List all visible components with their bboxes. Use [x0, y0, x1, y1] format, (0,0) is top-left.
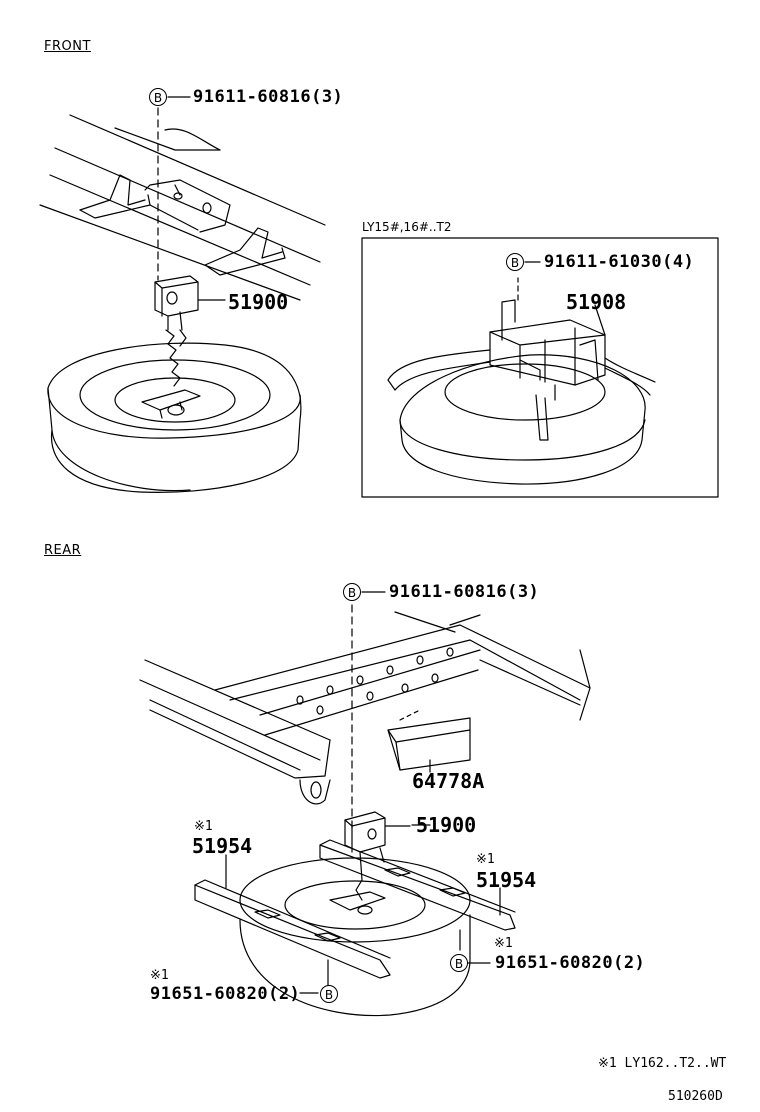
rear-hanger-part-number: 51900 — [416, 813, 477, 837]
front-hanger — [154, 275, 226, 387]
front-bolt-part-number: 91611-60816(3) — [193, 87, 344, 107]
rear-rail-left-footnote-mark: ※1 — [194, 819, 213, 834]
rear-bracket-part-number: 64778A — [412, 769, 485, 793]
rear-bolt-left-part-number: 91651-60820(2) — [150, 984, 301, 1004]
rear-rail-right-part-number: 51954 — [476, 868, 537, 892]
front-crossmember-brackets — [79, 174, 286, 276]
rear-bolt-b-bubble: B — [343, 583, 361, 601]
front-spare-tire — [47, 342, 302, 493]
diagram-code: 510260D — [668, 1089, 723, 1104]
rear-bolt-right-part-number: 91651-60820(2) — [495, 953, 646, 973]
front-section-label: FRONT — [44, 39, 91, 54]
rear-rails — [194, 824, 516, 994]
rear-bolt-leader — [351, 591, 386, 831]
front-hanger-part-number: 51900 — [228, 290, 289, 314]
front-bolt-b-bubble: B — [149, 88, 167, 106]
rear-bolt-right-b-bubble: B — [450, 954, 468, 972]
rear-bolt-left-footnote-mark: ※1 — [150, 968, 169, 983]
rear-rail-right-footnote-mark: ※1 — [476, 852, 495, 867]
inset-bolt-part-number: 91611-61030(4) — [544, 252, 695, 272]
front-frame-rails — [39, 114, 326, 301]
applicability-footnote: ※1 LY162..T2..WT — [598, 1056, 727, 1071]
front-bolt-leader — [157, 96, 191, 281]
inset-box — [361, 237, 719, 498]
rear-frame — [139, 611, 591, 805]
rear-bolt-part-number: 91611-60816(3) — [389, 582, 540, 602]
rear-rail-left-part-number: 51954 — [192, 834, 253, 858]
inset-bolt-b-bubble: B — [506, 253, 524, 271]
inset-tire — [399, 354, 646, 485]
inset-title: LY15#,16#..T2 — [362, 220, 452, 234]
inset-carrier-part-number: 51908 — [566, 290, 627, 314]
rear-bracket-64778a — [387, 709, 471, 773]
rear-bolt-right-footnote-mark: ※1 — [494, 936, 513, 951]
rear-bolt-left-b-bubble: B — [320, 985, 338, 1003]
inset-carrier — [387, 261, 656, 441]
rear-section-label: REAR — [44, 543, 82, 558]
